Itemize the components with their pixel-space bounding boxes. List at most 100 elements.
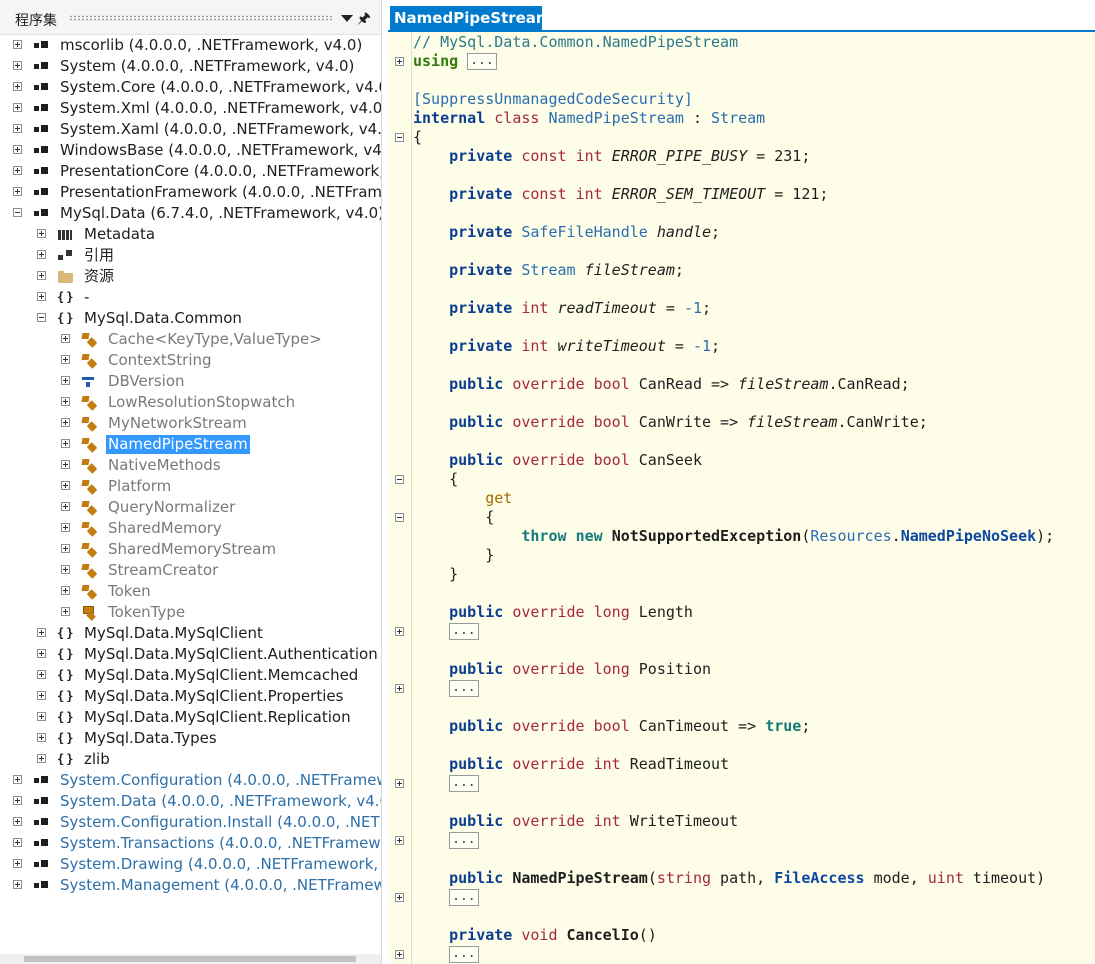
expand-icon[interactable] — [13, 880, 22, 889]
tree-item[interactable]: {}zlib — [0, 749, 381, 770]
collapsed-region-button[interactable]: ... — [449, 889, 479, 906]
expand-icon[interactable] — [13, 796, 22, 805]
tree-item[interactable]: WindowsBase (4.0.0.0, .NETFramework, v4.… — [0, 140, 381, 161]
tree-item[interactable]: {}MySql.Data.MySqlClient.Memcached — [0, 665, 381, 686]
tree-item[interactable]: SharedMemory — [0, 518, 381, 539]
expand-icon[interactable] — [37, 754, 46, 763]
expand-icon[interactable] — [13, 775, 22, 784]
tree-item[interactable]: SharedMemoryStream — [0, 539, 381, 560]
pin-icon[interactable]: 🖈 — [357, 9, 371, 27]
expand-region-icon[interactable] — [395, 893, 404, 902]
expand-icon[interactable] — [37, 733, 46, 742]
tree-item[interactable]: System.Configuration (4.0.0.0, .NETFrame… — [0, 770, 381, 791]
tree-item[interactable]: MySql.Data (6.7.4.0, .NETFramework, v4.0… — [0, 203, 381, 224]
expand-icon[interactable] — [61, 334, 70, 343]
collapsed-region-button[interactable]: ... — [449, 946, 479, 963]
collapse-region-icon[interactable] — [395, 133, 404, 142]
expand-icon[interactable] — [61, 439, 70, 448]
expand-icon[interactable] — [61, 607, 70, 616]
expand-icon[interactable] — [13, 838, 22, 847]
collapsed-region-button[interactable]: ... — [449, 775, 479, 792]
tree-item[interactable]: System.Drawing (4.0.0.0, .NETFramework, … — [0, 854, 381, 875]
tree-item[interactable]: PresentationCore (4.0.0.0, .NETFramework… — [0, 161, 381, 182]
expand-icon[interactable] — [13, 166, 22, 175]
expand-icon[interactable] — [61, 565, 70, 574]
tree-item[interactable]: NamedPipeStream — [0, 434, 381, 455]
tree-item[interactable]: {}MySql.Data.MySqlClient.Authentication — [0, 644, 381, 665]
expand-icon[interactable] — [13, 82, 22, 91]
tree-item[interactable]: PresentationFramework (4.0.0.0, .NETFram… — [0, 182, 381, 203]
chevron-down-icon[interactable] — [341, 15, 353, 22]
collapse-icon[interactable] — [13, 208, 22, 217]
expand-icon[interactable] — [13, 859, 22, 868]
tree-item[interactable]: 引用 — [0, 245, 381, 266]
expand-icon[interactable] — [61, 481, 70, 490]
expand-icon[interactable] — [37, 250, 46, 259]
tree-item[interactable]: System.Data (4.0.0.0, .NETFramework, v4.… — [0, 791, 381, 812]
tree-item[interactable]: System.Xml (4.0.0.0, .NETFramework, v4.0… — [0, 98, 381, 119]
expand-icon[interactable] — [61, 523, 70, 532]
expand-icon[interactable] — [37, 712, 46, 721]
tree-item[interactable]: mscorlib (4.0.0.0, .NETFramework, v4.0) — [0, 35, 381, 56]
tree-item[interactable]: System.Xaml (4.0.0.0, .NETFramework, v4.… — [0, 119, 381, 140]
expand-icon[interactable] — [61, 586, 70, 595]
expand-icon[interactable] — [37, 691, 46, 700]
expand-region-icon[interactable] — [395, 950, 404, 959]
collapse-region-icon[interactable] — [395, 475, 404, 484]
tree-item[interactable]: StreamCreator — [0, 560, 381, 581]
expand-region-icon[interactable] — [395, 779, 404, 788]
scrollbar-thumb[interactable] — [24, 956, 356, 962]
tree-item[interactable]: TokenType — [0, 602, 381, 623]
expand-region-icon[interactable] — [395, 627, 404, 636]
collapse-icon[interactable] — [37, 313, 46, 322]
tree-item[interactable]: System (4.0.0.0, .NETFramework, v4.0) — [0, 56, 381, 77]
expand-icon[interactable] — [13, 61, 22, 70]
tree-item[interactable]: {}MySql.Data.MySqlClient.Properties — [0, 686, 381, 707]
tree-item[interactable]: Cache<KeyType,ValueType> — [0, 329, 381, 350]
collapse-region-icon[interactable] — [395, 513, 404, 522]
expand-icon[interactable] — [13, 103, 22, 112]
tree-item[interactable]: Token — [0, 581, 381, 602]
tree-item[interactable]: System.Management (4.0.0.0, .NETFramewo — [0, 875, 381, 896]
tree-item[interactable]: System.Transactions (4.0.0.0, .NETFramew… — [0, 833, 381, 854]
tree-item[interactable]: QueryNormalizer — [0, 497, 381, 518]
expand-icon[interactable] — [37, 649, 46, 658]
tree-item[interactable]: ContextString — [0, 350, 381, 371]
expand-icon[interactable] — [61, 355, 70, 364]
tree-item[interactable]: {}MySql.Data.MySqlClient — [0, 623, 381, 644]
tree-item[interactable]: {}MySql.Data.Common — [0, 308, 381, 329]
expand-icon[interactable] — [61, 418, 70, 427]
tree-item[interactable]: Metadata — [0, 224, 381, 245]
expand-icon[interactable] — [37, 670, 46, 679]
expand-icon[interactable] — [61, 460, 70, 469]
tree-item[interactable]: {}MySql.Data.MySqlClient.Replication — [0, 707, 381, 728]
expand-icon[interactable] — [13, 145, 22, 154]
collapsed-region-button[interactable]: ... — [449, 623, 479, 640]
tree-item[interactable]: DBVersion — [0, 371, 381, 392]
drag-grip[interactable] — [69, 15, 334, 21]
expand-icon[interactable] — [61, 544, 70, 553]
tab-namedpipestream[interactable]: NamedPipeStream — [390, 6, 552, 30]
tree-item[interactable]: 资源 — [0, 266, 381, 287]
expand-icon[interactable] — [61, 376, 70, 385]
horizontal-scrollbar[interactable] — [0, 954, 381, 964]
expand-icon[interactable] — [37, 628, 46, 637]
tree-item[interactable]: {}- — [0, 287, 381, 308]
expand-region-icon[interactable] — [395, 57, 404, 66]
expand-icon[interactable] — [13, 40, 22, 49]
expand-region-icon[interactable] — [395, 836, 404, 845]
tree-item[interactable]: System.Configuration.Install (4.0.0.0, .… — [0, 812, 381, 833]
expand-icon[interactable] — [37, 271, 46, 280]
expand-icon[interactable] — [37, 292, 46, 301]
collapsed-region-button[interactable]: ... — [467, 53, 497, 70]
tree-item[interactable]: {}MySql.Data.Types — [0, 728, 381, 749]
tree-item[interactable]: LowResolutionStopwatch — [0, 392, 381, 413]
expand-icon[interactable] — [37, 229, 46, 238]
expand-icon[interactable] — [61, 397, 70, 406]
expand-region-icon[interactable] — [395, 684, 404, 693]
tree-item[interactable]: System.Core (4.0.0.0, .NETFramework, v4.… — [0, 77, 381, 98]
tree-item[interactable]: MyNetworkStream — [0, 413, 381, 434]
expand-icon[interactable] — [61, 502, 70, 511]
tree-item[interactable]: NativeMethods — [0, 455, 381, 476]
